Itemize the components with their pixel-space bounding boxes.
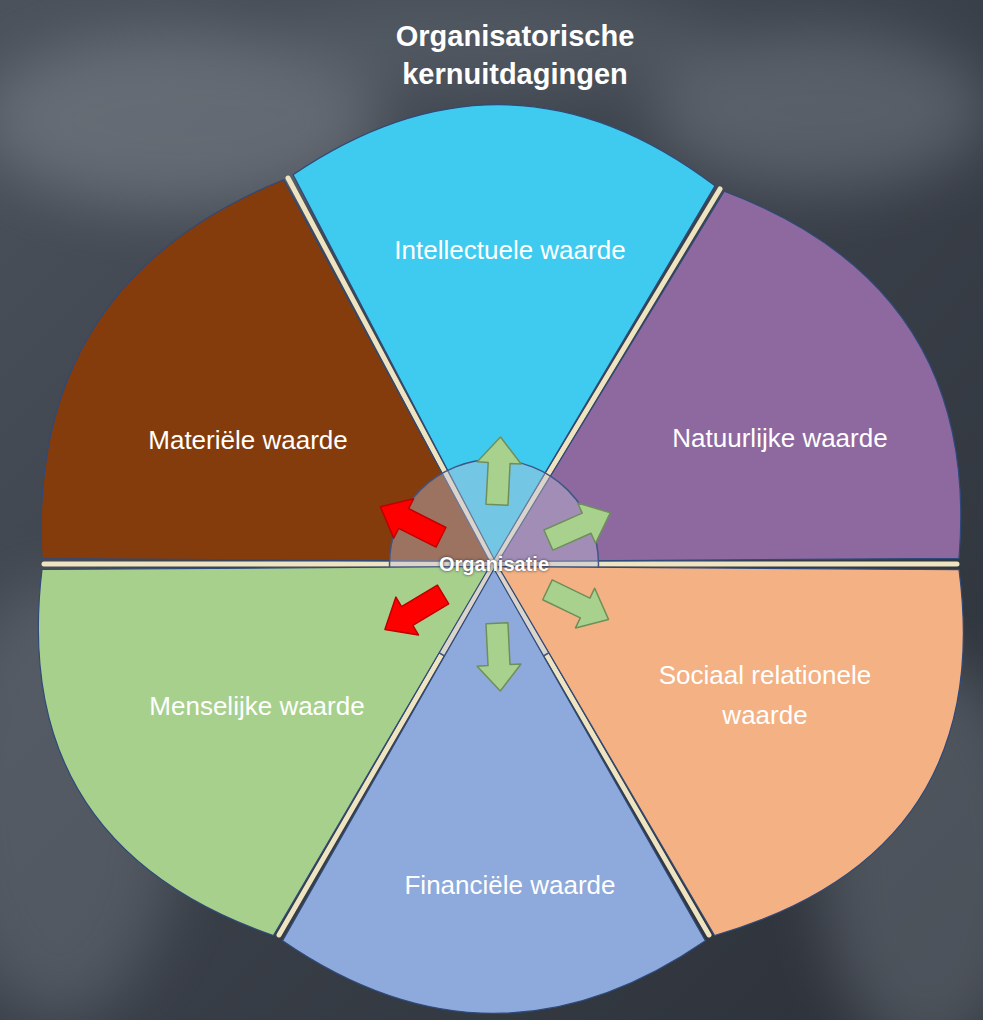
center-label: Organisatie (439, 552, 549, 576)
segment-label: Sociaal relationele waarde (640, 655, 890, 736)
segment-label: Menselijke waarde (149, 686, 364, 726)
block-arrow (385, 585, 449, 635)
block-arrow (477, 623, 521, 691)
block-arrow (544, 503, 611, 550)
segment-label: Intellectuele waarde (394, 230, 625, 270)
block-arrow (543, 580, 609, 628)
segment-label: Natuurlijke waarde (672, 418, 887, 458)
diagram-title: Organisatorische kernuitdagingen (355, 18, 675, 93)
segment-outline (283, 569, 706, 1013)
segment-label: Financiële waarde (404, 865, 615, 905)
segment-label: Materiële waarde (148, 420, 347, 460)
block-arrow (380, 499, 446, 547)
block-arrow (477, 437, 521, 505)
